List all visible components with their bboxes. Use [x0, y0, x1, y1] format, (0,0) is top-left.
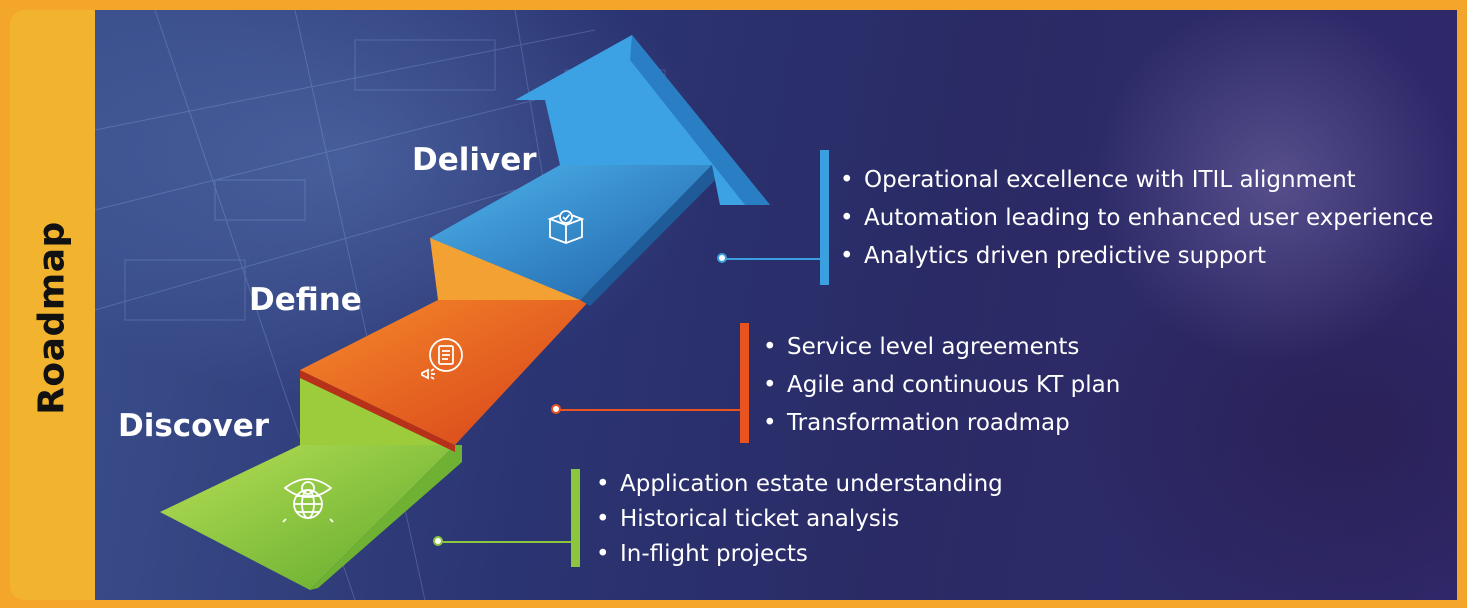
discover-accent-bar: [571, 469, 580, 567]
checklist-megaphone-icon: [421, 338, 463, 380]
list-item: Transformation roadmap: [763, 404, 1120, 442]
list-item: Historical ticket analysis: [596, 502, 1003, 537]
define-accent-bar: [740, 323, 749, 443]
deliver-arrow: [515, 35, 770, 205]
list-item: Automation leading to enhanced user expe…: [840, 199, 1433, 237]
discover-connector-line: [440, 541, 571, 543]
deliver-connector-dot: [717, 253, 727, 263]
list-item: Agile and continuous KT plan: [763, 366, 1120, 404]
define-step-top: [300, 300, 590, 445]
define-connector-line: [558, 409, 740, 411]
side-tab: [10, 10, 95, 600]
box-check-icon: [547, 210, 585, 244]
globe-eye-icon: [282, 478, 334, 523]
list-item: Application estate understanding: [596, 467, 1003, 502]
deliver-step-side: [580, 165, 720, 306]
list-item: Analytics driven predictive support: [840, 237, 1433, 275]
deliver-connector-line: [724, 258, 820, 260]
discover-bullet-list: Application estate understanding Histori…: [596, 467, 1003, 572]
define-connector-dot: [551, 404, 561, 414]
discover-step-front: [310, 445, 462, 590]
deliver-bullet-list: Operational excellence with ITIL alignme…: [840, 161, 1433, 275]
discover-connector-dot: [433, 536, 443, 546]
deliver-step-top: [430, 165, 712, 300]
list-item: Operational excellence with ITIL alignme…: [840, 161, 1433, 199]
list-item: In-flight projects: [596, 537, 1003, 572]
define-bullet-list: Service level agreements Agile and conti…: [763, 328, 1120, 442]
stage-label-discover: Discover: [118, 408, 270, 444]
list-item: Service level agreements: [763, 328, 1120, 366]
define-step-edge: [300, 370, 455, 452]
deliver-accent-bar: [820, 150, 829, 285]
deliver-arrow-shade: [630, 35, 770, 205]
stage-label-deliver: Deliver: [412, 142, 537, 178]
stage-label-define: Define: [249, 282, 362, 318]
